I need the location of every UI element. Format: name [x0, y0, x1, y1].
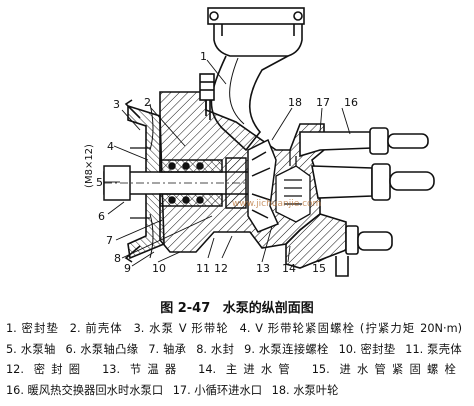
legend-item-2: 2. 前壳体: [69, 322, 123, 335]
parts-legend: 1. 密封垫 2. 前壳体 3. 水泵 V 形带轮 4. V 形带轮紧固螺栓 (…: [6, 319, 468, 401]
legend-item-18: 18. 水泵叶轮: [271, 383, 339, 397]
impeller: [247, 138, 280, 233]
legend-item-4: 4. V 形带轮紧固螺栓 (拧紧力矩 20N·m): [239, 322, 463, 335]
callout-4: 4: [107, 140, 114, 153]
callout-13: 13: [256, 262, 270, 275]
pump-section-drawing: (M8×12) www.jichuanjie.com 1 2 3 4 5 6 7…: [84, 7, 435, 277]
callout-15: 15: [312, 262, 326, 275]
inlet-pipes: [285, 127, 435, 277]
legend-item-11: 11. 泵壳体: [405, 342, 463, 356]
callout-10: 10: [152, 262, 166, 275]
callout-18: 18: [288, 96, 302, 109]
callout-6: 6: [98, 210, 105, 223]
legend-item-1: 1. 密封垫: [6, 322, 60, 335]
legend-item-14: 14. 主进水管: [198, 363, 296, 376]
figure-title: 水泵的纵剖面图: [222, 301, 314, 316]
legend-item-3: 3. 水泵 V 形带轮: [133, 322, 229, 335]
legend-item-9: 9. 水泵连接螺栓: [244, 342, 329, 356]
legend-item-17: 17. 小循环进水口: [172, 383, 263, 397]
legend-item-7: 7. 轴承: [148, 342, 187, 356]
dimension-label: (M8×12): [84, 144, 95, 188]
legend-item-6: 6. 水泵轴凸缘: [65, 342, 139, 356]
callout-14: 14: [282, 262, 296, 275]
callout-17: 17: [316, 96, 330, 109]
callout-16: 16: [344, 96, 358, 109]
figure-number: 图 2-47: [160, 301, 211, 316]
legend-item-10: 10. 密封垫: [338, 342, 396, 356]
callout-8: 8: [114, 252, 121, 265]
pulley-bolt: [130, 147, 150, 219]
legend-item-8: 8. 水封: [196, 342, 235, 356]
callout-5: 5: [96, 176, 103, 189]
legend-item-12: 12. 密封圈: [6, 363, 87, 376]
callout-11: 11: [196, 262, 210, 275]
callout-1: 1: [200, 50, 207, 63]
callout-numbers: 1 2 3 4 5 6 7 8 9 10 11 12 13 14 15 16 1…: [96, 50, 358, 275]
thermostat: [275, 150, 311, 223]
watermark: www.jichuanjie.com: [232, 199, 321, 209]
figure-caption: 图 2-47 水泵的纵剖面图: [0, 297, 474, 316]
callout-12: 12: [214, 262, 228, 275]
callout-3: 3: [113, 98, 120, 111]
callout-2: 2: [144, 96, 151, 109]
callout-9: 9: [124, 262, 131, 275]
legend-item-13: 13. 节温器: [102, 363, 183, 376]
legend-item-5: 5. 水泵轴: [6, 342, 56, 356]
pump-shaft: [103, 157, 265, 209]
leader-lines: [104, 59, 351, 267]
callout-7: 7: [106, 234, 113, 247]
legend-item-16: 16. 暖风热交换器回水时水泵口: [6, 383, 164, 397]
legend-item-15: 15. 进水管紧固螺栓: [311, 363, 463, 376]
